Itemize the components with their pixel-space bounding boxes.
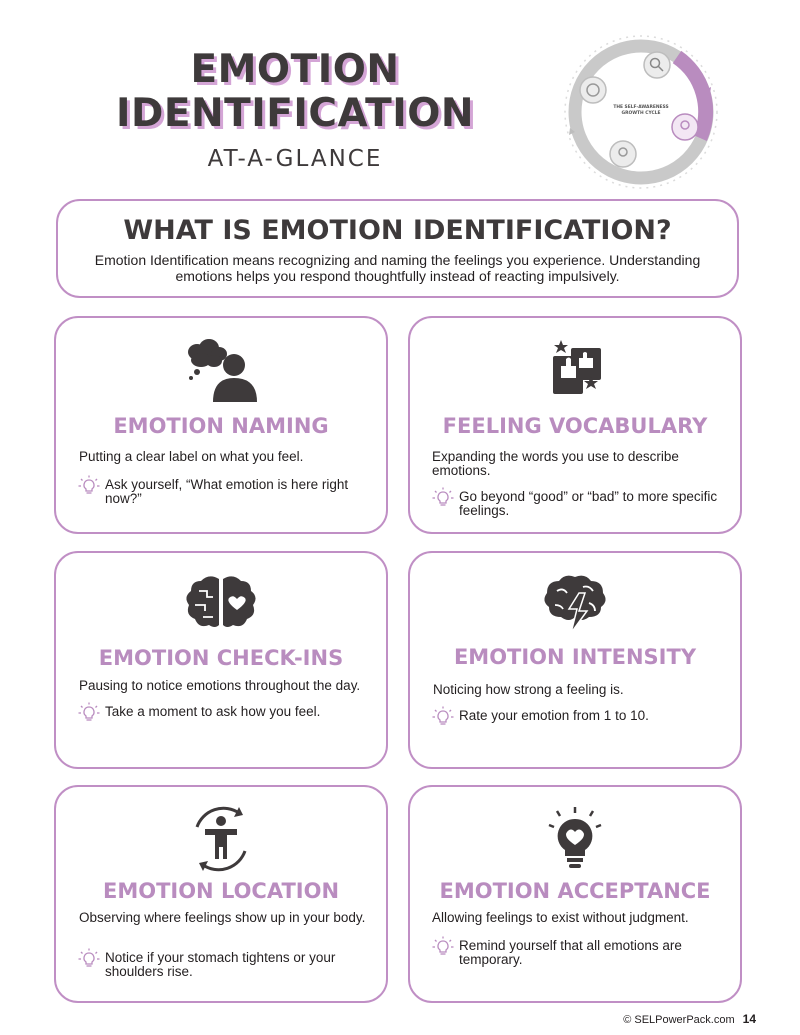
card-title: EMOTION LOCATION <box>102 879 340 903</box>
card-emotion-check-ins: EMOTION CHECK-INS Pausing to notice emot… <box>54 551 388 769</box>
title-line-1: EMOTION <box>190 47 400 92</box>
thought-bubble-person-icon <box>173 336 269 404</box>
card-tip: Take a moment to ask how you feel. <box>78 702 368 721</box>
page-number: 14 <box>742 1012 756 1026</box>
card-description: Pausing to notice emotions throughout th… <box>79 678 361 693</box>
copyright: © SELPowerPack.com <box>623 1014 735 1026</box>
lightbulb-icon <box>78 702 100 721</box>
intro-box: WHAT IS EMOTION IDENTIFICATION? Emotion … <box>56 199 739 298</box>
card-description: Noticing how strong a feeling is. <box>433 682 624 697</box>
lightbulb-icon <box>432 706 454 725</box>
card-tip-text: Remind yourself that all emotions are te… <box>459 938 682 967</box>
card-tip: Remind yourself that all emotions are te… <box>432 936 722 967</box>
card-tip: Rate your emotion from 1 to 10. <box>432 706 722 725</box>
lightbulb-icon <box>78 475 100 494</box>
card-tip-text: Notice if your stomach tightens or your … <box>105 950 336 979</box>
thumbs-feedback-icon <box>527 336 623 404</box>
body-cycle-icon <box>173 805 269 873</box>
card-description: Putting a clear label on what you feel. <box>79 449 304 464</box>
card-title: EMOTION ACCEPTANCE <box>439 879 711 903</box>
brain-heart-icon <box>173 571 269 639</box>
card-emotion-intensity: EMOTION INTENSITY Noticing how strong a … <box>408 551 742 769</box>
card-tip: Notice if your stomach tightens or your … <box>78 948 368 979</box>
self-awareness-cycle-graphic: THE SELF-AWARENESS GROWTH CYCLE <box>555 32 727 192</box>
page-footer: © SELPowerPack.com 14 <box>623 1012 756 1026</box>
svg-text:THE SELF-AWARENESS: THE SELF-AWARENESS <box>613 104 668 110</box>
card-title: EMOTION INTENSITY <box>453 645 697 669</box>
brain-lightning-icon <box>527 571 623 639</box>
page-title: EMOTION IDENTIFICATION AT-A-GLANCE <box>100 47 490 173</box>
lightbulb-icon <box>432 487 454 506</box>
card-tip-text: Rate your emotion from 1 to 10. <box>459 708 649 723</box>
card-description: Observing where feelings show up in your… <box>79 910 366 925</box>
card-tip-text: Take a moment to ask how you feel. <box>105 704 321 719</box>
card-tip: Ask yourself, “What emotion is here righ… <box>78 475 368 506</box>
lightbulb-icon <box>432 936 454 955</box>
page-subtitle: AT-A-GLANCE <box>207 146 383 172</box>
intro-title: WHAT IS EMOTION IDENTIFICATION? <box>123 215 672 246</box>
lightbulb-icon <box>78 948 100 967</box>
card-title: EMOTION NAMING <box>113 414 329 438</box>
card-description: Allowing feelings to exist without judgm… <box>432 910 689 925</box>
card-tip-text: Go beyond “good” or “bad” to more specif… <box>459 489 718 518</box>
card-emotion-acceptance: EMOTION ACCEPTANCE Allowing feelings to … <box>408 785 742 1003</box>
heart-lightbulb-icon <box>527 805 623 873</box>
card-tip-text: Ask yourself, “What emotion is here righ… <box>105 477 349 506</box>
card-tip: Go beyond “good” or “bad” to more specif… <box>432 487 722 518</box>
card-title: FEELING VOCABULARY <box>442 414 708 438</box>
card-feeling-vocabulary: FEELING VOCABULARY Expanding the words y… <box>408 316 742 534</box>
card-title: EMOTION CHECK-INS <box>98 646 344 670</box>
card-emotion-naming: EMOTION NAMING Putting a clear label on … <box>54 316 388 534</box>
title-line-2: IDENTIFICATION <box>115 91 475 136</box>
card-description: Expanding the words you use to describe … <box>432 449 679 478</box>
svg-text:GROWTH CYCLE: GROWTH CYCLE <box>621 110 660 116</box>
card-emotion-location: EMOTION LOCATION Observing where feeling… <box>54 785 388 1003</box>
intro-body: Emotion Identification means recognizing… <box>94 252 701 284</box>
